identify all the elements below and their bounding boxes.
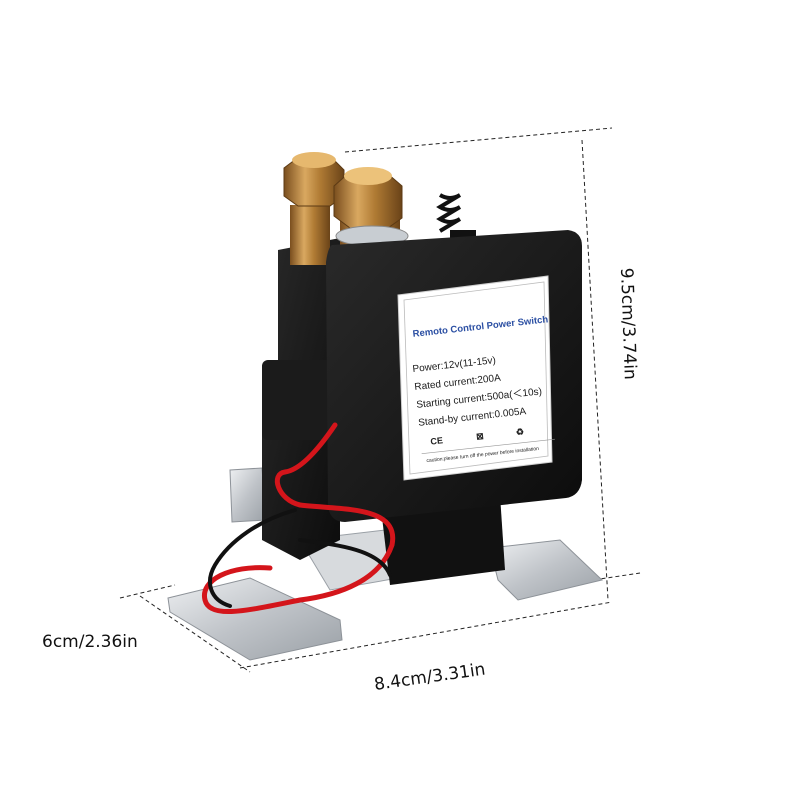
recycle-mark: ♻ <box>515 427 524 438</box>
weee-mark: ⊠ <box>476 431 485 442</box>
spec-label: Remoto Control Power Switch Power:12v(11… <box>397 275 555 481</box>
depth-dimension-label: 6cm/2.36in <box>42 632 138 652</box>
dimension-lines <box>119 127 641 673</box>
width-dimension-label: 8.4cm/3.31in <box>373 660 487 695</box>
height-dimension-label: 9.5cm/3.74in <box>616 267 640 380</box>
ce-mark: CE <box>430 435 444 446</box>
terminal-bolt-right <box>333 167 409 248</box>
wires <box>202 422 396 614</box>
relay-body <box>262 238 505 585</box>
